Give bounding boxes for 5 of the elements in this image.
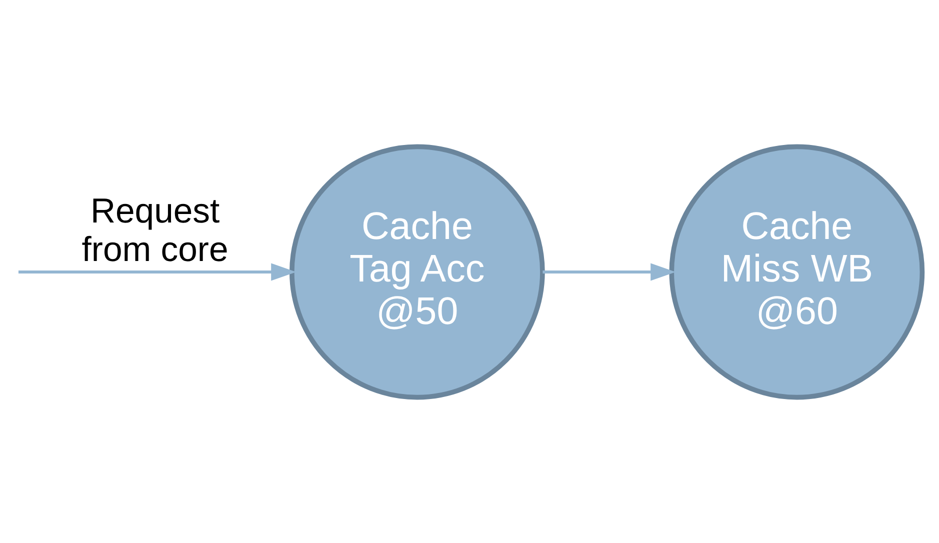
node-circle: Cache Tag Acc @50 xyxy=(289,144,545,400)
edge-label: Request from core xyxy=(82,192,228,269)
node-circle: Cache Miss WB @60 xyxy=(669,144,925,400)
arrow xyxy=(18,262,296,280)
arrow xyxy=(542,262,676,280)
